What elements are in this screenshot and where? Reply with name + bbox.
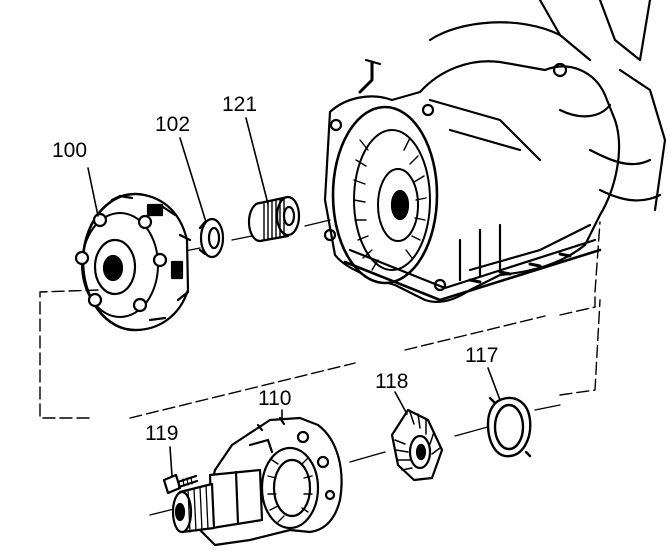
leader-100: [87, 167, 99, 217]
part-110-extension-housing: [171, 416, 343, 547]
callout-118: 118: [375, 370, 408, 393]
leader-117: [487, 367, 501, 401]
callout-100: 100: [52, 139, 87, 162]
part-121-bearing: [247, 195, 301, 243]
callout-119: 119: [145, 422, 178, 445]
lower-right-dash: [559, 299, 601, 396]
callout-121: 121: [222, 93, 257, 116]
callout-117: 117: [465, 344, 498, 367]
leader-118: [394, 391, 408, 415]
leader-121: [245, 117, 269, 205]
assembly-bracket-line: [39, 221, 601, 419]
lower-axis-line: [149, 404, 561, 516]
transmission-housing: [323, 0, 667, 304]
callout-102: 102: [155, 113, 190, 136]
leader-102: [179, 137, 207, 223]
part-117-gasket: [486, 396, 532, 458]
part-119-bolt: [162, 473, 199, 495]
leader-lines: [87, 117, 501, 477]
part-118-gear: [390, 408, 444, 482]
callout-110: 110: [258, 387, 291, 410]
leader-119: [169, 446, 173, 477]
part-100-carrier: [74, 192, 192, 332]
part-102-snap-ring: [198, 217, 225, 259]
